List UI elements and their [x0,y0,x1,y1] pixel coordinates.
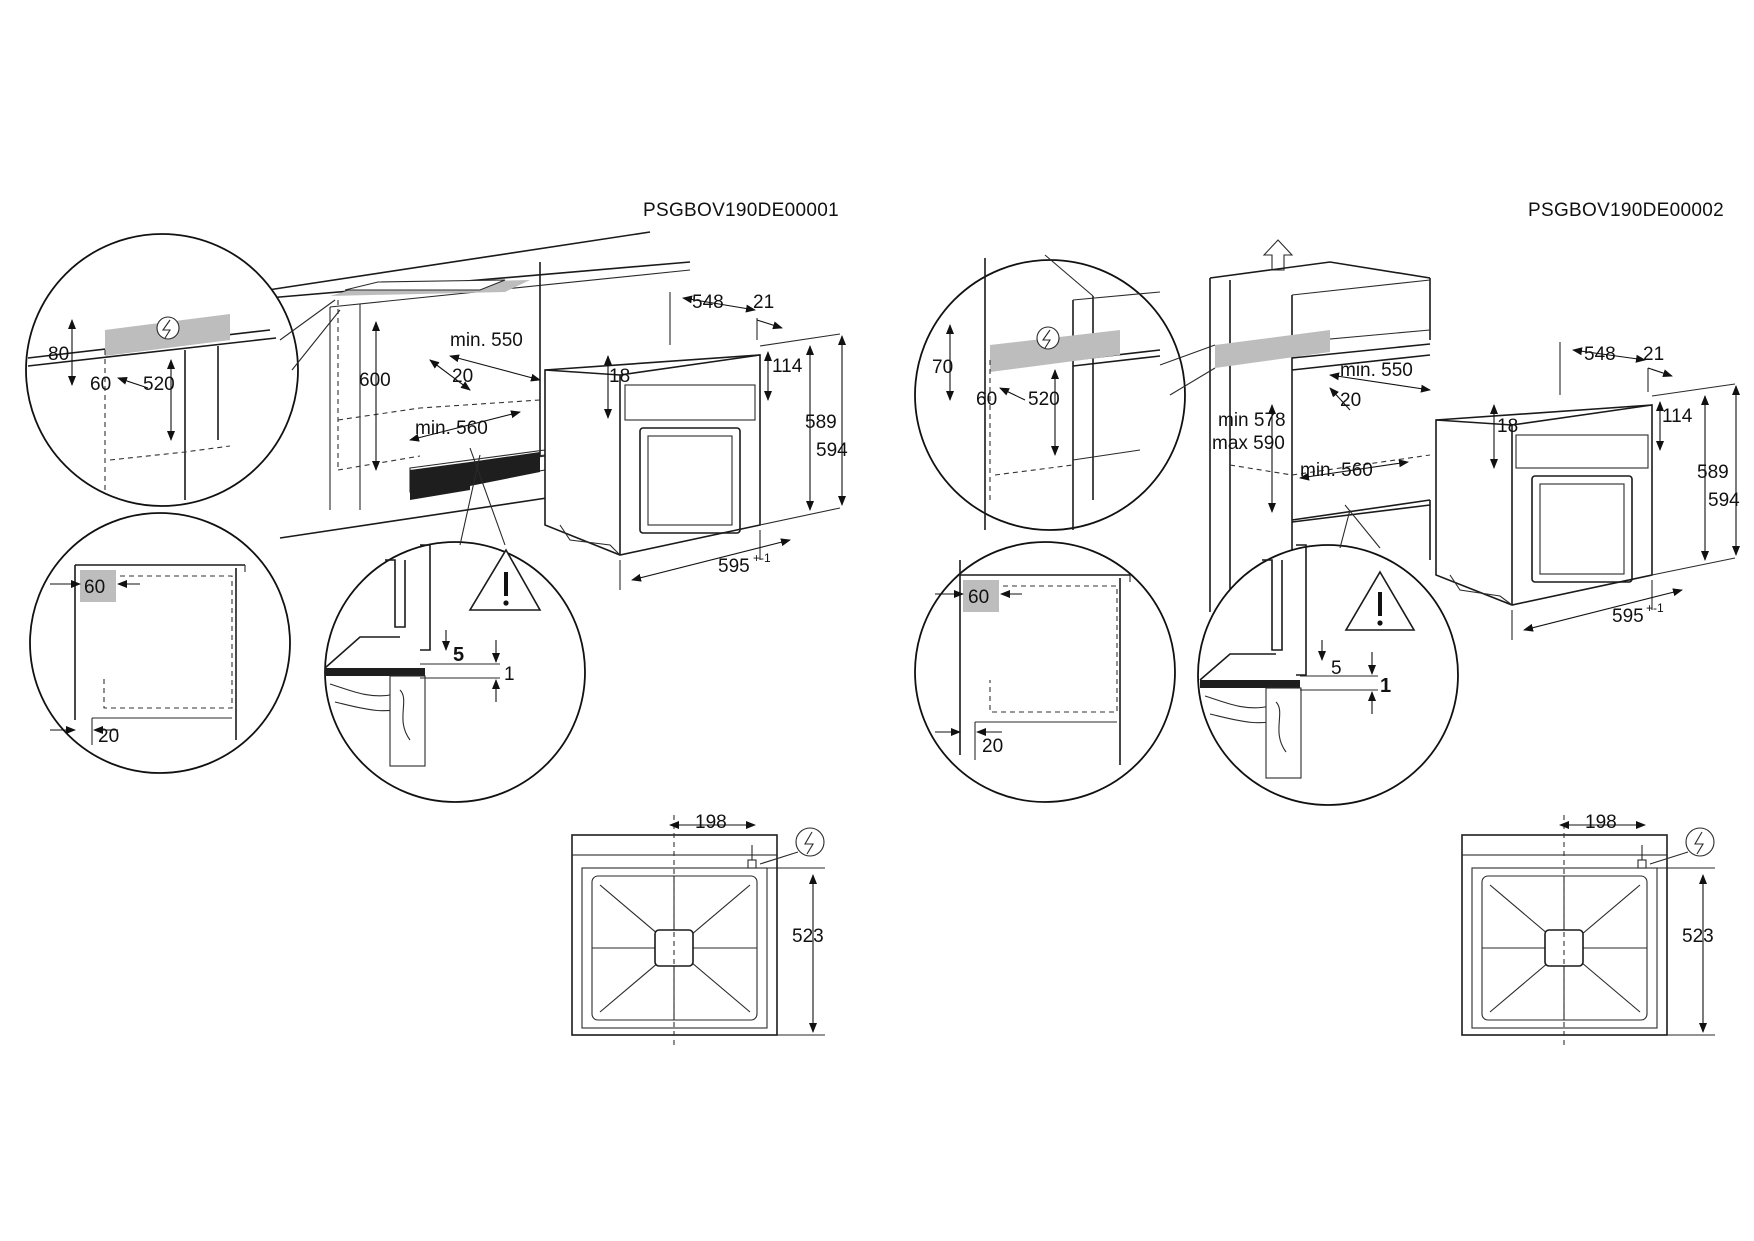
left-oven: 548 21 18 114 589 594 595 +-1 [544,292,848,590]
right-zoom-dim-520: 520 [1028,389,1060,410]
left-front-dim-198: 198 [695,812,727,833]
right-column: min 578 max 590 min. 550 20 min. 560 [1209,239,1431,612]
right-detail-dim-5: 5 [1331,658,1342,679]
right-oven-dim-594: 594 [1708,490,1740,511]
right-side-dim-60: 60 [968,587,989,608]
right-plug-icon-top [1041,329,1051,349]
left-zoom-side: 60 20 [29,512,291,774]
left-oven-dim-595: 595 [718,556,750,577]
diagram-code-right: PSGBOV190DE00002 [1528,200,1724,221]
left-front-view: 198 523 [571,812,825,1045]
right-front-view: 198 523 [1461,812,1715,1045]
right-zoom-side: 60 20 [914,541,1176,803]
up-arrow-icon [1262,239,1294,271]
right-front-dim-198: 198 [1585,812,1617,833]
left-side-dim-20: 20 [98,726,119,747]
left-zoom-dim-520: 520 [143,374,175,395]
right-dim-min560: min. 560 [1300,460,1373,481]
right-front-dim-523: 523 [1682,926,1714,947]
left-oven-dim-548: 548 [692,292,724,313]
right-oven-tolerance: +-1 [1646,601,1664,615]
right-plug-icon-front [1694,831,1704,855]
left-zoom-top: 80 60 520 [25,233,341,507]
left-oven-tolerance: +-1 [753,551,771,565]
right-oven-dim-114: 114 [1662,406,1693,427]
left-plug-icon-top [161,319,171,339]
right-zoom-top: 70 60 520 [914,254,1216,531]
left-dim-min560: min. 560 [415,418,488,439]
left-dim-20: 20 [452,366,473,387]
right-oven-dim-595: 595 [1612,606,1644,627]
right-dim-20: 20 [1340,390,1361,411]
left-zoom-dim-80: 80 [48,344,69,365]
left-zoom-detail: 5 1 [324,447,586,803]
diagram-code-left: PSGBOV190DE00001 [643,200,839,221]
left-oven-dim-589: 589 [805,412,837,433]
right-dim-min550: min. 550 [1340,360,1413,381]
right-dim-max590: max 590 [1212,433,1285,454]
right-zoom-detail: 5 1 [1197,504,1459,806]
left-detail-dim-5: 5 [453,644,464,666]
left-oven-dim-114: 114 [772,356,803,377]
left-oven-dim-594: 594 [816,440,848,461]
right-zoom-dim-60: 60 [976,389,997,410]
right-oven: 548 21 18 114 589 594 595 +-1 [1435,342,1740,640]
right-oven-dim-589: 589 [1697,462,1729,483]
right-oven-dim-18: 18 [1497,416,1518,437]
left-cabinet: 600 min. 550 20 min. 560 [267,231,691,539]
right-oven-dim-548: 548 [1584,344,1616,365]
left-detail-dim-1: 1 [504,664,515,685]
left-oven-dim-18: 18 [609,366,630,387]
left-zoom-dim-60: 60 [90,374,111,395]
left-oven-dim-21: 21 [753,292,774,313]
left-front-dim-523: 523 [792,926,824,947]
right-side-dim-20: 20 [982,736,1003,757]
left-plug-icon-front [804,831,814,855]
right-zoom-dim-70: 70 [932,357,953,378]
right-oven-dim-21: 21 [1643,344,1664,365]
right-detail-dim-1: 1 [1380,675,1391,697]
right-dim-min578: min 578 [1218,410,1286,431]
left-dim-min550: min. 550 [450,330,523,351]
left-dim-600: 600 [359,370,391,391]
left-side-dim-60: 60 [84,577,105,598]
